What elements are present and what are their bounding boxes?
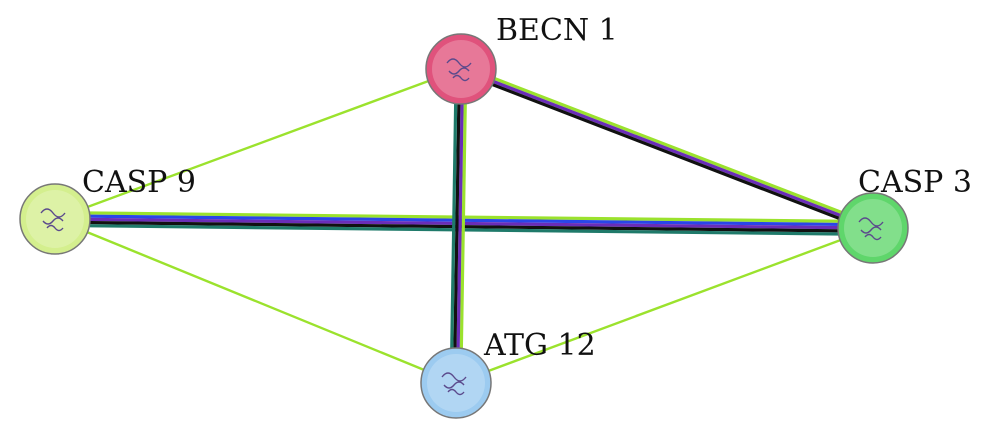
edge-evidence-line: [458, 70, 874, 233]
edge-atg12-casp3: [454, 226, 875, 385]
node-atg12[interactable]: [420, 347, 492, 419]
edge-casp9-atg12: [53, 217, 458, 385]
edge-evidence-line: [449, 67, 458, 385]
edge-evidence-line: [460, 64, 876, 227]
edge-evidence-line: [455, 67, 465, 385]
node-casp9[interactable]: [19, 183, 91, 255]
edge-evidence-line: [454, 226, 875, 385]
protein-structure-icon: [441, 372, 467, 396]
node-label-casp3: CASP 3: [858, 165, 972, 200]
edge-becn1-casp3: [458, 64, 876, 233]
node-label-becn1: BECN 1: [496, 13, 618, 48]
node-label-casp9: CASP 9: [82, 165, 196, 200]
edge-evidence-line: [452, 67, 462, 385]
edge-becn1-atg12: [449, 67, 468, 385]
edge-evidence-line: [459, 67, 468, 385]
node-layer: [19, 33, 909, 419]
edge-evidence-line: [53, 217, 458, 385]
node-label-atg12: ATG 12: [483, 328, 596, 363]
label-layer: BECN 1 CASP 9 CASP 3 ATG 12: [82, 13, 972, 363]
edge-becn1-casp9: [53, 67, 463, 221]
node-becn1[interactable]: [425, 33, 497, 105]
edge-layer: [53, 64, 876, 385]
edge-evidence-line: [53, 67, 463, 221]
node-casp3[interactable]: [837, 192, 909, 264]
protein-structure-icon: [40, 208, 66, 232]
edge-evidence-line: [459, 67, 875, 230]
protein-structure-icon: [446, 58, 472, 82]
protein-structure-icon: [858, 217, 884, 241]
